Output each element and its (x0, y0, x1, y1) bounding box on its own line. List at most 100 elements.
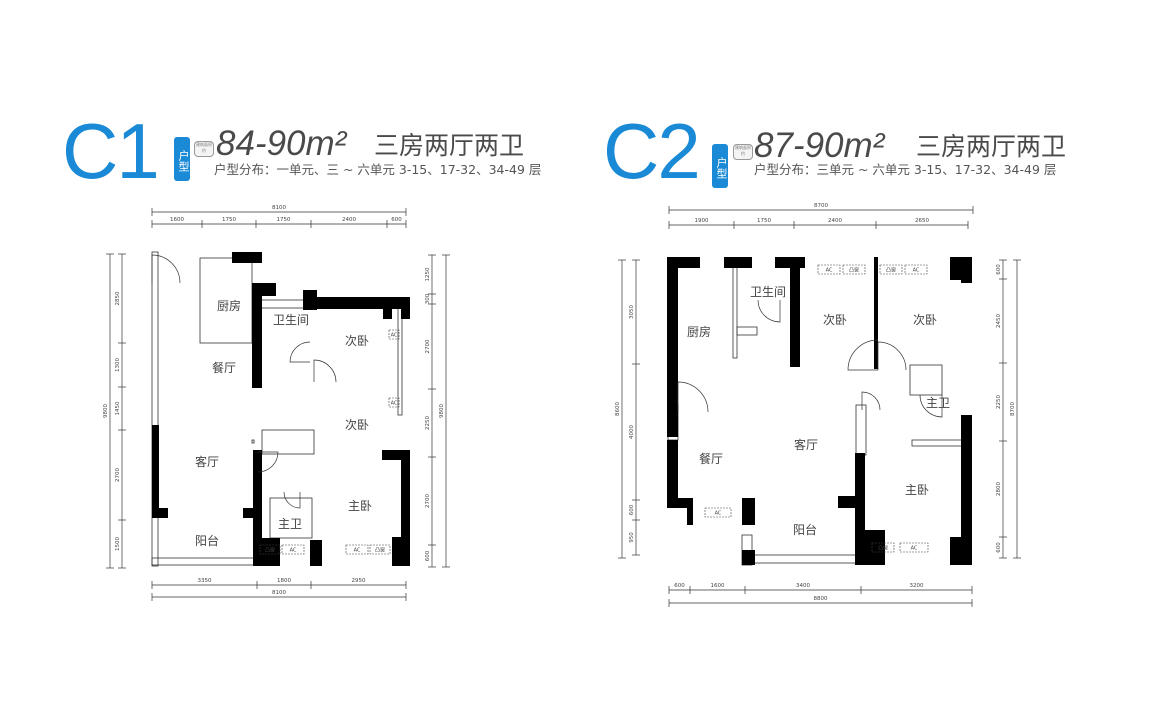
room-label: 主卧 (348, 499, 372, 513)
dim-right-label: 600 (996, 542, 1002, 553)
wall (232, 252, 262, 263)
room-config-c2: 三房两厅两卫 (916, 132, 1067, 161)
bay-window-label: 凸窗 (886, 267, 896, 274)
dim-bottom-label: 600 (674, 583, 685, 589)
partition (732, 261, 738, 359)
dim-left-label: 4000 (629, 425, 635, 439)
dim-bottom-label: 3400 (796, 583, 810, 589)
partition (255, 299, 307, 309)
wall (383, 297, 392, 319)
area-note-badge-c2: 建筑面积约 (733, 144, 753, 160)
wall (667, 498, 693, 508)
wall (401, 450, 410, 566)
fixture-box (842, 264, 866, 275)
dim-right-label: 2800 (996, 482, 1002, 496)
wall (874, 257, 878, 369)
dim-bottom-label: 3200 (910, 583, 924, 589)
wall (667, 257, 678, 437)
fixture-box (879, 264, 903, 275)
partition (736, 326, 758, 336)
wall (382, 450, 410, 460)
door-swing (861, 391, 881, 411)
ac-unit-label: AC (290, 548, 297, 554)
partition (855, 404, 867, 456)
wall (392, 537, 410, 566)
dim-right-total-label: 8700 (1010, 402, 1016, 416)
fixture-box (369, 544, 391, 555)
dim-left-label: 1300 (115, 358, 121, 372)
distribution-c2: 户型分布：三单元 ~ 六单元 3-15、17-32、34-49 层 (754, 162, 1057, 177)
area-c1: 84-90m² (216, 124, 347, 163)
dim-top-label: 1750 (757, 218, 771, 224)
wall (303, 297, 410, 309)
room-label: 次卧 (345, 334, 369, 348)
dim-left-total-label: 8600 (615, 402, 621, 416)
wall (667, 440, 678, 508)
dim-top-label: 1600 (170, 217, 184, 223)
door-swing (919, 394, 943, 418)
door-swing (313, 359, 337, 383)
room-label: 次卧 (823, 313, 847, 327)
dim-left-total-label: 9800 (103, 404, 109, 418)
door-swing (283, 491, 301, 509)
dim-right-label: 600 (425, 550, 431, 561)
wall (152, 508, 168, 518)
dim-top-total-label: 8700 (814, 203, 828, 209)
room-label: 厨房 (687, 324, 711, 339)
dim-bottom-label: 3350 (198, 578, 212, 584)
partition (911, 439, 963, 447)
room-label: 主卫 (278, 517, 302, 531)
dim-left-label: 600 (629, 504, 635, 515)
fixture-box (281, 544, 305, 555)
wall (687, 498, 693, 525)
dim-left-label: 1450 (115, 401, 121, 415)
area-c2: 87-90m² (754, 126, 885, 165)
door-swing (847, 339, 879, 371)
bay-window-label: 凸窗 (878, 545, 888, 552)
partition (397, 304, 403, 416)
dim-bottom-label: 2950 (352, 578, 366, 584)
partition (151, 557, 256, 566)
partition (151, 251, 159, 567)
dim-bottom-total-label: 8800 (814, 596, 828, 602)
dim-top-total-label: 8100 (272, 205, 286, 211)
fixture-box (259, 544, 281, 555)
ac-unit-label: AC (826, 268, 833, 274)
dim-right-label: 300 (425, 293, 431, 304)
dim-right-label: 600 (996, 264, 1002, 275)
bay-window-label: 凸窗 (265, 547, 275, 554)
ac-unit-label: AC (391, 401, 398, 407)
dim-bottom-total-label: 8100 (272, 590, 286, 596)
wall (950, 537, 972, 565)
room-label: 厨房 (217, 298, 241, 313)
partition (261, 429, 315, 455)
dim-top-label: 1750 (222, 217, 236, 223)
wall (243, 508, 262, 518)
dim-right-label: 2450 (996, 314, 1002, 328)
ac-unit-label: AC (911, 546, 918, 552)
wall (961, 257, 972, 283)
wall (253, 450, 262, 557)
bay-window-label: 凸窗 (375, 547, 385, 554)
wall (724, 257, 752, 268)
dim-top-label: 1750 (277, 217, 291, 223)
room-label: 客厅 (195, 454, 219, 469)
dim-top-label: 2650 (915, 218, 929, 224)
partition (909, 364, 943, 396)
dim-top-label: 2400 (342, 217, 356, 223)
dim-left-label: 3050 (629, 305, 635, 319)
fixture-box (345, 544, 369, 555)
partition (269, 497, 313, 539)
door-swing (877, 341, 907, 371)
dim-left-label: 2850 (115, 291, 121, 305)
fixture-box (871, 542, 895, 553)
wall (790, 257, 800, 367)
room-label: 主卫 (926, 396, 950, 410)
dim-top-label: 600 (391, 217, 402, 223)
ac-unit-label: AC (913, 268, 920, 274)
room-label: 卫生间 (273, 313, 309, 327)
wall (310, 540, 322, 566)
wall (742, 498, 755, 525)
